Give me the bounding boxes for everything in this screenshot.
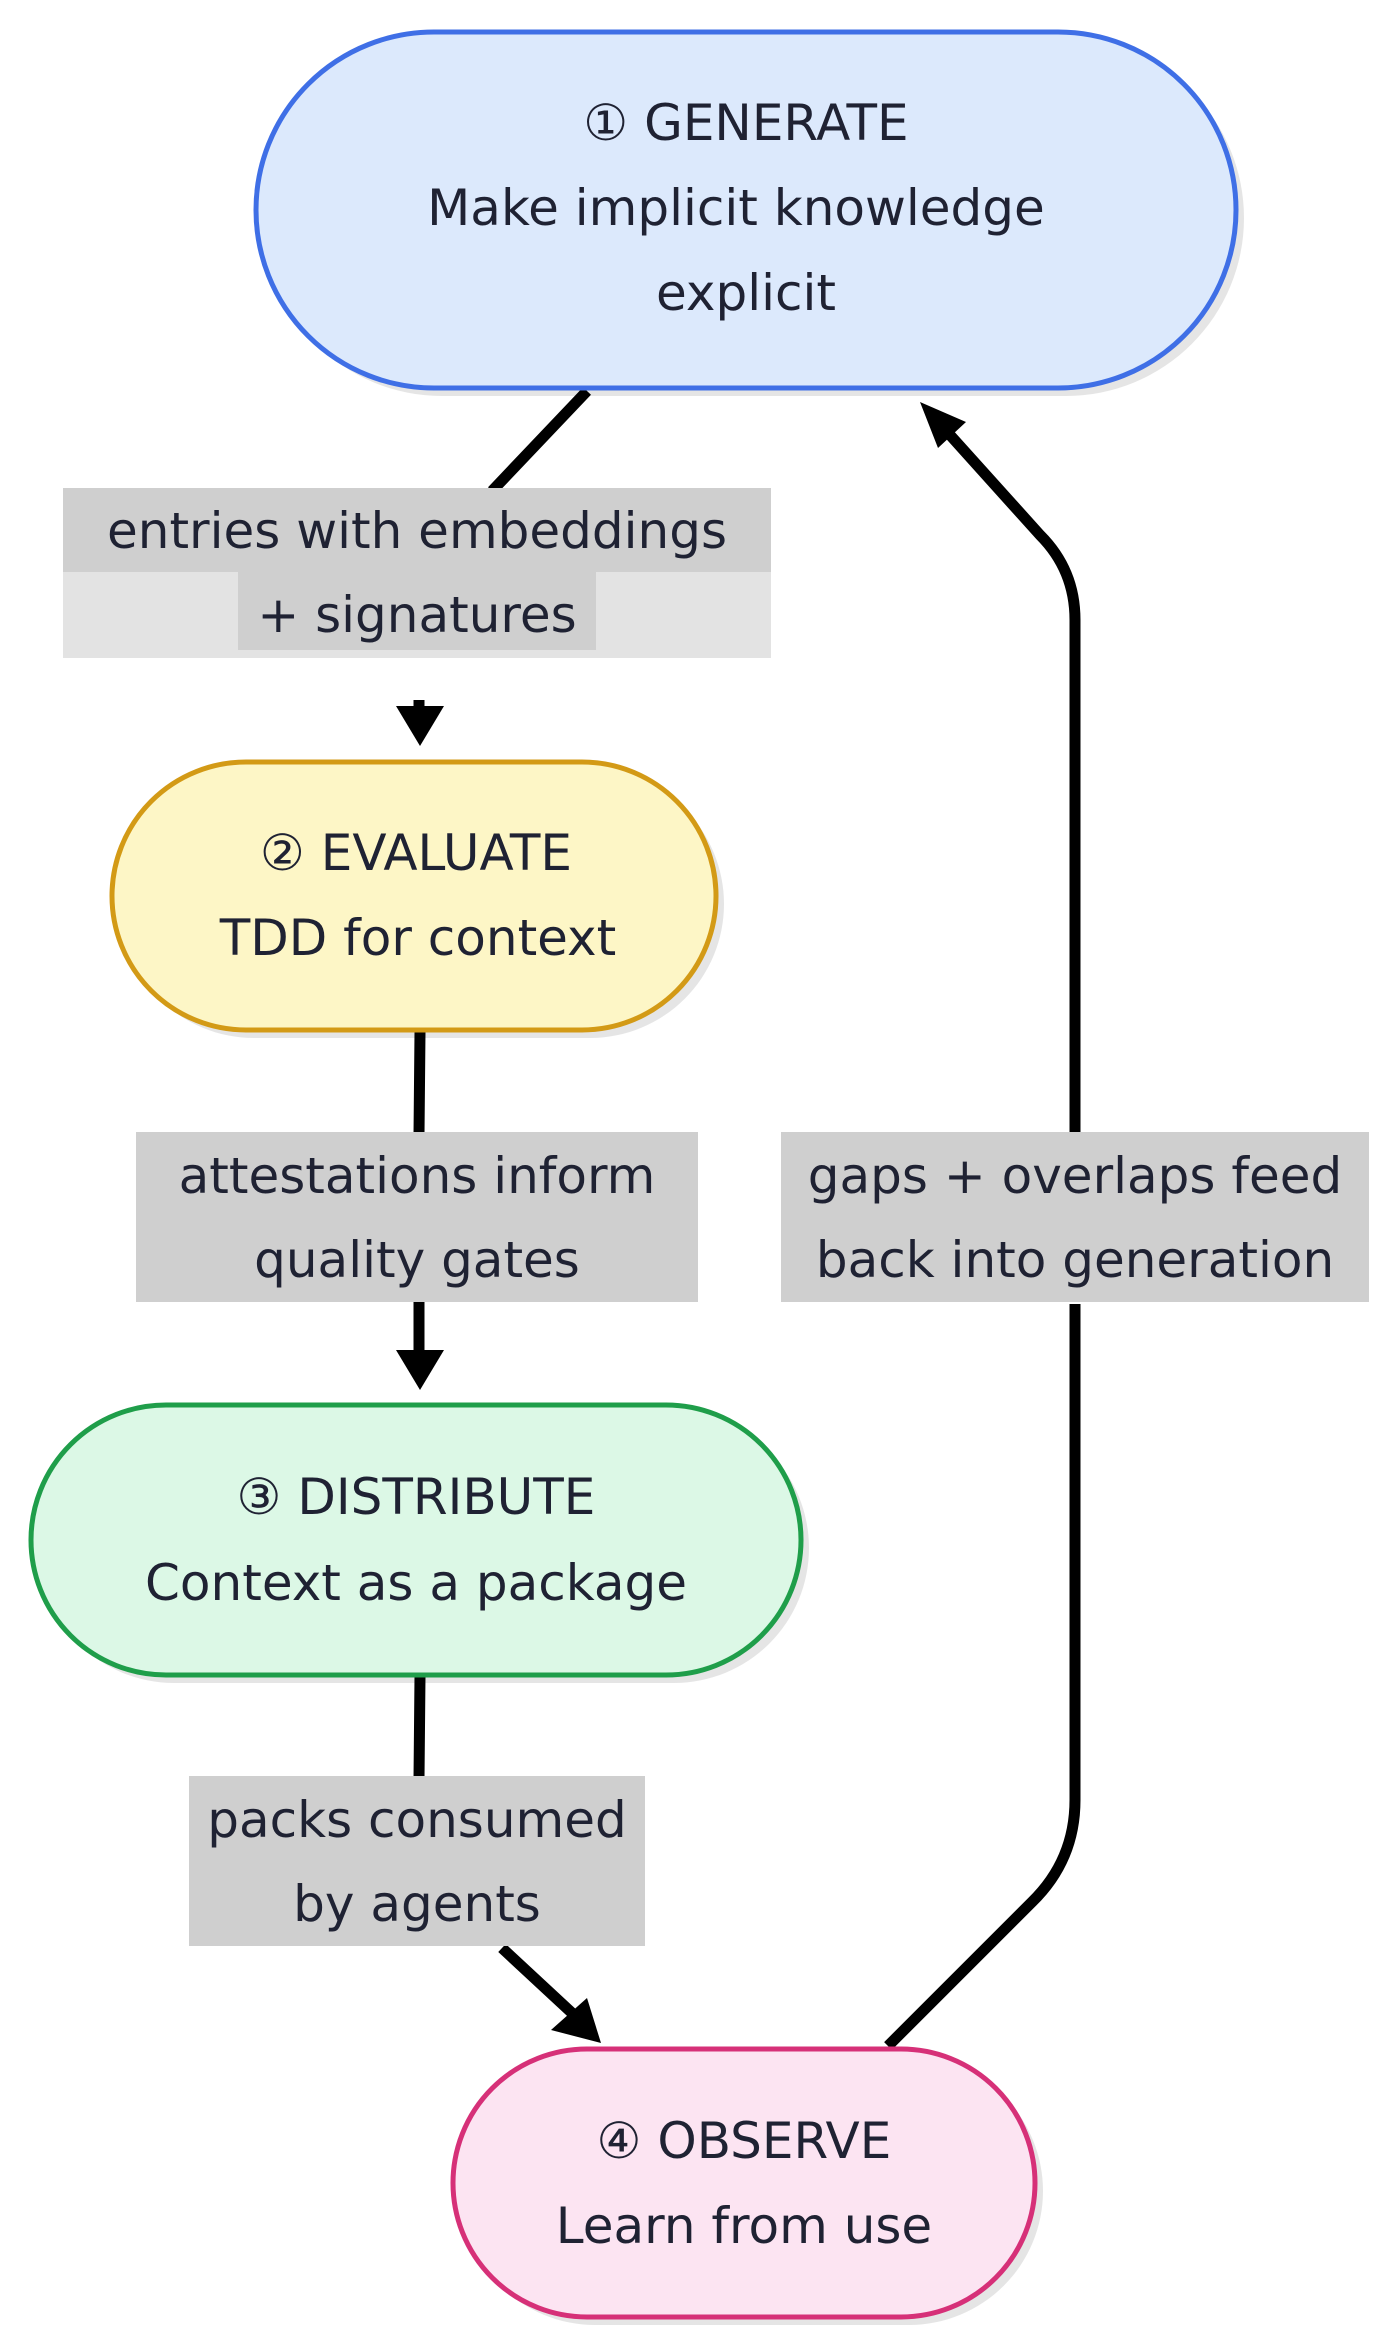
- node-observe-shape: [450, 2046, 1038, 2320]
- edge-line: [413, 1031, 426, 1352]
- edge-label-line1: gaps + overlaps feed: [808, 1147, 1342, 1205]
- node-generate-shape: [253, 29, 1239, 391]
- node-generate-title: ① GENERATE: [583, 94, 908, 152]
- edge-label-line2: quality gates: [254, 1231, 580, 1289]
- edge-label-generate-to-evaluate: entries with embeddings + signatures: [63, 488, 771, 658]
- edge-evaluate-to-distribute: [396, 1031, 444, 1390]
- edge-label-background: [63, 488, 771, 572]
- node-evaluate-shape: [109, 759, 719, 1033]
- node-observe-title: ④ OBSERVE: [597, 2112, 892, 2170]
- edge-line: [884, 431, 1081, 2050]
- edge-label-line1: attestations inform: [179, 1147, 656, 1205]
- edge-label-evaluate-to-distribute: attestations inform quality gates: [136, 1132, 698, 1302]
- edge-label-distribute-to-observe: packs consumed by agents: [189, 1776, 645, 1946]
- edge-label-line2: by agents: [293, 1875, 541, 1933]
- node-evaluate: ② EVALUATE TDD for context: [109, 759, 724, 1038]
- node-distribute: ③ DISTRIBUTE Context as a package: [28, 1402, 809, 1683]
- edge-label-observe-to-generate: gaps + overlaps feed back into generatio…: [781, 1132, 1369, 1302]
- edge-label-background: [189, 1776, 645, 1946]
- node-observe: ④ OBSERVE Learn from use: [450, 2046, 1043, 2325]
- node-evaluate-title: ② EVALUATE: [260, 824, 572, 882]
- edge-label-line1: entries with embeddings: [107, 502, 727, 560]
- node-observe-line1: Learn from use: [556, 2197, 932, 2255]
- arrowhead-icon: [920, 402, 966, 448]
- node-distribute-shape: [28, 1402, 804, 1678]
- node-generate-line2: explicit: [656, 264, 836, 322]
- edge-observe-to-generate: [884, 402, 1081, 2050]
- arrowhead-icon: [551, 1998, 601, 2043]
- edge-label-background: [136, 1132, 698, 1302]
- node-distribute-line1: Context as a package: [145, 1554, 687, 1612]
- arrowhead-icon: [396, 706, 444, 746]
- edge-label-background: [781, 1132, 1369, 1302]
- edge-label-background: [238, 572, 596, 650]
- edge-line: [413, 1675, 576, 2018]
- arrowhead-icon: [396, 1350, 444, 1390]
- node-distribute-title: ③ DISTRIBUTE: [237, 1468, 596, 1526]
- node-generate-line1: Make implicit knowledge: [427, 179, 1045, 237]
- edge-label-line1: packs consumed: [207, 1791, 626, 1849]
- edge-label-line2: back into generation: [816, 1231, 1334, 1289]
- edge-distribute-to-observe: [413, 1675, 601, 2043]
- edge-label-line2: + signatures: [257, 586, 576, 644]
- node-generate: ① GENERATE Make implicit knowledge expli…: [253, 29, 1244, 396]
- node-evaluate-line1: TDD for context: [219, 909, 617, 967]
- edge-generate-to-evaluate: [396, 387, 591, 746]
